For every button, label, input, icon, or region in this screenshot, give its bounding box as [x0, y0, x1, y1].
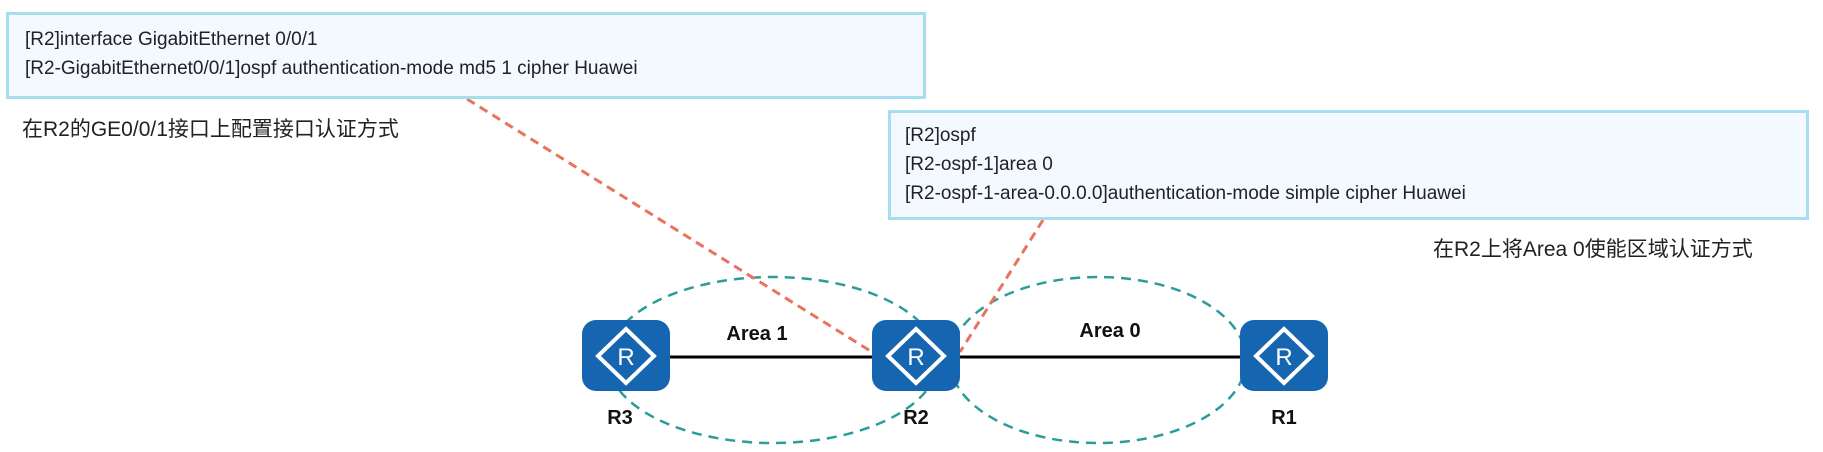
config-line: [R2-GigabitEthernet0/0/1]ospf authentica… [25, 58, 638, 79]
config-line: [R2-ospf-1-area-0.0.0.0]authentication-m… [905, 183, 1466, 204]
router-label: R2 [903, 407, 929, 429]
router-icon: R [595, 326, 657, 386]
config-line: [R2-ospf-1]area 0 [905, 154, 1053, 175]
config-line: [R2]interface GigabitEthernet 0/0/1 [25, 29, 318, 50]
callout-line-area [958, 219, 1045, 353]
config-line: [R2]ospf [905, 125, 976, 146]
area-0-boundary [948, 275, 1248, 445]
area-auth-config-box: [R2]ospf [R2-ospf-1]area 0 [R2-ospf-1-ar… [888, 110, 1809, 220]
callout-line-interface [466, 97, 873, 354]
router-r2: R [872, 320, 960, 391]
interface-auth-caption: 在R2的GE0/0/1接口上配置接口认证方式 [22, 118, 399, 141]
router-label: R3 [607, 407, 633, 429]
interface-auth-config-box: [R2]interface GigabitEthernet 0/0/1 [R2-… [6, 12, 926, 99]
svg-text:R: R [907, 344, 924, 371]
area-label: Area 1 [726, 323, 788, 345]
area-auth-caption: 在R2上将Area 0使能区域认证方式 [1433, 238, 1753, 261]
router-icon: R [1253, 326, 1315, 386]
svg-text:R: R [617, 344, 634, 371]
router-label: R1 [1271, 407, 1297, 429]
router-icon: R [885, 326, 947, 386]
router-r1: R [1240, 320, 1328, 391]
svg-text:R: R [1275, 344, 1292, 371]
router-r3: R [582, 320, 670, 391]
area-label: Area 0 [1079, 320, 1141, 342]
